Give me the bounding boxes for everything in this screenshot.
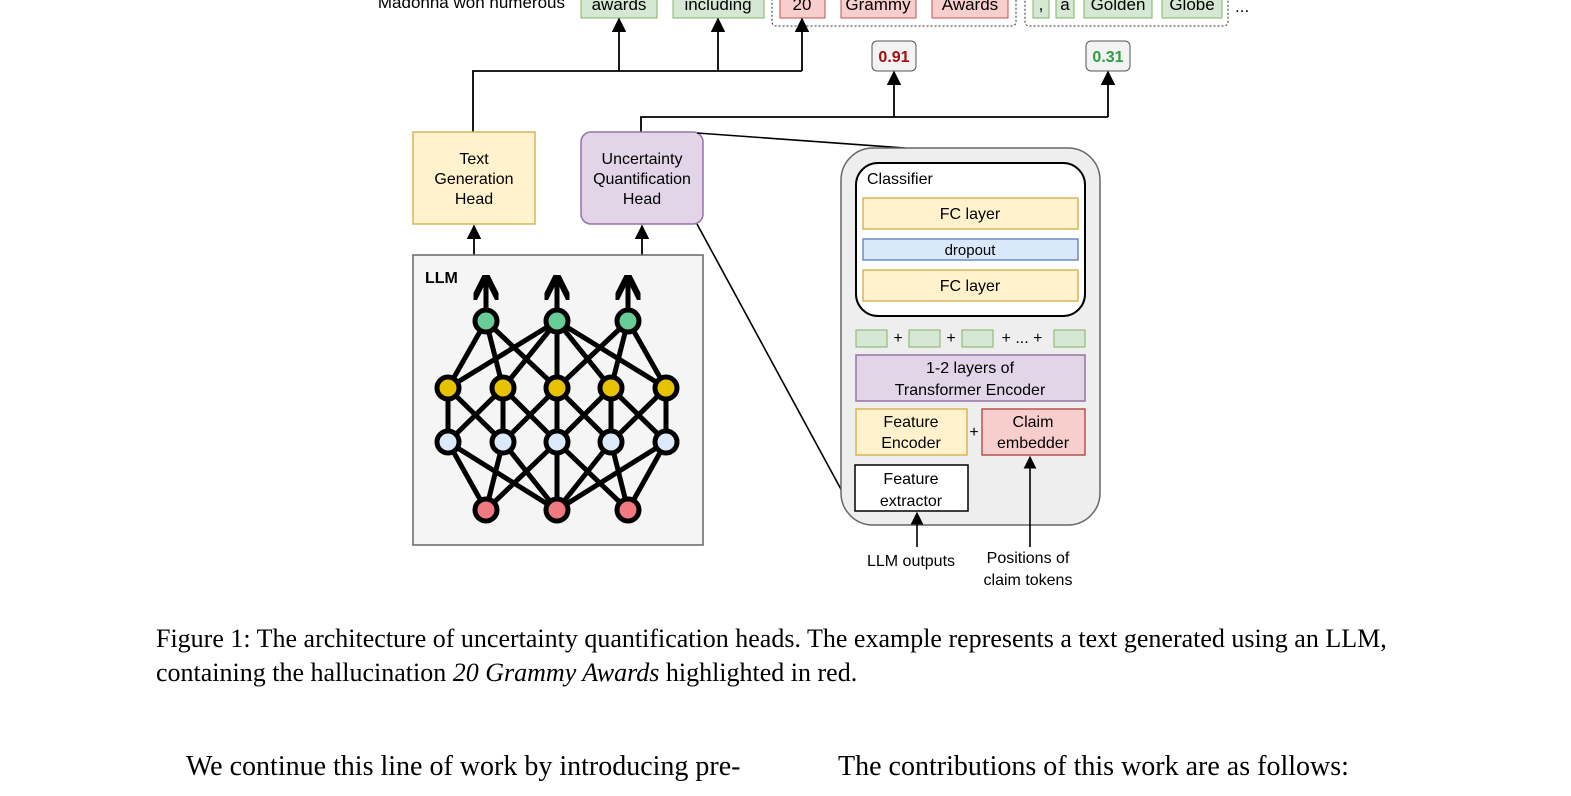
uq-head-line: Head bbox=[623, 191, 661, 208]
token-box bbox=[931, 0, 1009, 19]
claim-embedder-line: Claim bbox=[1013, 414, 1054, 431]
nn-edge bbox=[483, 439, 560, 513]
token-text: Globe bbox=[1169, 0, 1214, 14]
feature-encoder bbox=[855, 408, 968, 456]
nn-node bbox=[543, 428, 571, 456]
nn-node bbox=[614, 307, 642, 335]
nn-node bbox=[543, 307, 571, 335]
classifier-title: Classifier bbox=[867, 171, 933, 188]
uq-head-line: Uncertainty bbox=[602, 151, 683, 168]
nn-edge bbox=[554, 439, 614, 513]
positions-label: claim tokens bbox=[984, 572, 1073, 589]
nn-node bbox=[543, 496, 571, 524]
caption-emphasis: 20 Grammy Awards bbox=[452, 658, 660, 687]
text-head-line: Generation bbox=[434, 171, 513, 188]
claim-embedder-line: embedder bbox=[997, 435, 1070, 452]
nn-node bbox=[434, 428, 462, 456]
embedding-cell bbox=[1053, 329, 1086, 348]
architecture-figure: Madonna won numerous awards including 20… bbox=[378, 0, 1249, 589]
nn-node bbox=[652, 428, 680, 456]
uncertainty-quantification-head bbox=[580, 131, 704, 225]
text-head-line: Head bbox=[455, 191, 493, 208]
embedding-cell bbox=[961, 329, 994, 348]
transformer-line: Transformer Encoder bbox=[895, 382, 1046, 399]
body-text-right: The contributions of this work are as fo… bbox=[838, 751, 1349, 782]
nn-edge bbox=[500, 318, 560, 391]
nn-edge bbox=[483, 318, 560, 391]
nn-edge bbox=[554, 318, 614, 391]
caption-text: highlighted in red. bbox=[659, 658, 858, 687]
token-text: awards bbox=[592, 0, 647, 14]
feature-encoder-line: Feature bbox=[883, 414, 938, 431]
zoom-line-top bbox=[696, 132, 906, 149]
claim-group bbox=[1024, 0, 1229, 27]
plus-sign: + bbox=[969, 424, 978, 441]
claim-embedder bbox=[981, 408, 1086, 456]
caption-text: Figure 1: The architecture of uncertaint… bbox=[156, 624, 1387, 687]
plus-sign: + bbox=[893, 330, 902, 347]
token-text: Awards bbox=[942, 0, 998, 14]
nn-node bbox=[652, 374, 680, 402]
token-box bbox=[1032, 0, 1050, 19]
nn-node bbox=[472, 307, 500, 335]
nn-node bbox=[543, 374, 571, 402]
uq-head-line: Quantification bbox=[593, 171, 691, 188]
nn-edge bbox=[500, 439, 560, 513]
nn-edge bbox=[554, 318, 631, 391]
zoom-line-bottom bbox=[696, 223, 844, 494]
token-ellipsis: ... bbox=[1235, 0, 1249, 16]
embedding-cell bbox=[855, 329, 888, 348]
nn-node bbox=[597, 374, 625, 402]
dropout-layer bbox=[862, 238, 1079, 261]
token-text: including bbox=[684, 0, 751, 14]
figure-caption: Figure 1: The architecture of uncertaint… bbox=[156, 622, 1426, 690]
feature-extractor-line: Feature bbox=[883, 471, 938, 488]
uq-head-connector bbox=[640, 116, 1108, 132]
body-text-left: We continue this line of work by introdu… bbox=[186, 751, 741, 782]
token-box bbox=[1161, 0, 1223, 19]
nn-edge bbox=[554, 439, 669, 513]
feature-extractor bbox=[854, 464, 969, 512]
nn-node bbox=[489, 374, 517, 402]
nn-edge bbox=[445, 318, 560, 391]
plus-sign: + bbox=[946, 330, 955, 347]
llm-label: LLM bbox=[425, 270, 458, 287]
feature-encoder-line: Encoder bbox=[881, 435, 941, 452]
fc-layer-label: FC layer bbox=[940, 206, 1001, 223]
token-text: Grammy bbox=[845, 0, 911, 14]
dropout-label: dropout bbox=[945, 242, 997, 259]
score-high: 0.91 bbox=[878, 49, 909, 66]
llm-outputs-label: LLM outputs bbox=[867, 553, 955, 570]
nn-edge bbox=[554, 318, 669, 391]
nn-node bbox=[472, 496, 500, 524]
embedding-cell bbox=[908, 329, 941, 348]
token-box bbox=[1055, 0, 1075, 19]
token-box bbox=[840, 0, 917, 19]
nn-node bbox=[489, 428, 517, 456]
fc-layer-bottom bbox=[862, 269, 1079, 302]
token-prefix: Madonna won numerous bbox=[378, 0, 565, 12]
nn-node bbox=[597, 428, 625, 456]
score-low: 0.31 bbox=[1092, 49, 1123, 66]
nn-node bbox=[434, 374, 462, 402]
nn-edge bbox=[445, 439, 560, 513]
text-head-line: Text bbox=[459, 151, 489, 168]
nn-edge bbox=[554, 439, 631, 513]
fc-layer-label: FC layer bbox=[940, 278, 1001, 295]
transformer-line: 1-2 layers of bbox=[926, 360, 1015, 377]
transformer-encoder bbox=[855, 354, 1086, 402]
text-generation-head bbox=[412, 131, 536, 225]
neural-net-nodes bbox=[434, 307, 680, 524]
fc-layer-top bbox=[862, 197, 1079, 230]
token-text: 20 bbox=[793, 0, 812, 14]
plus-dots: + ... + bbox=[1002, 330, 1043, 347]
text-head-connector bbox=[472, 70, 802, 132]
token-text: a bbox=[1060, 0, 1070, 14]
nn-node bbox=[614, 496, 642, 524]
positions-label: Positions of bbox=[987, 550, 1070, 567]
token-box bbox=[1083, 0, 1153, 19]
token-text: Golden bbox=[1091, 0, 1146, 14]
feature-extractor-line: extractor bbox=[880, 493, 943, 510]
token-text: , bbox=[1039, 0, 1044, 14]
